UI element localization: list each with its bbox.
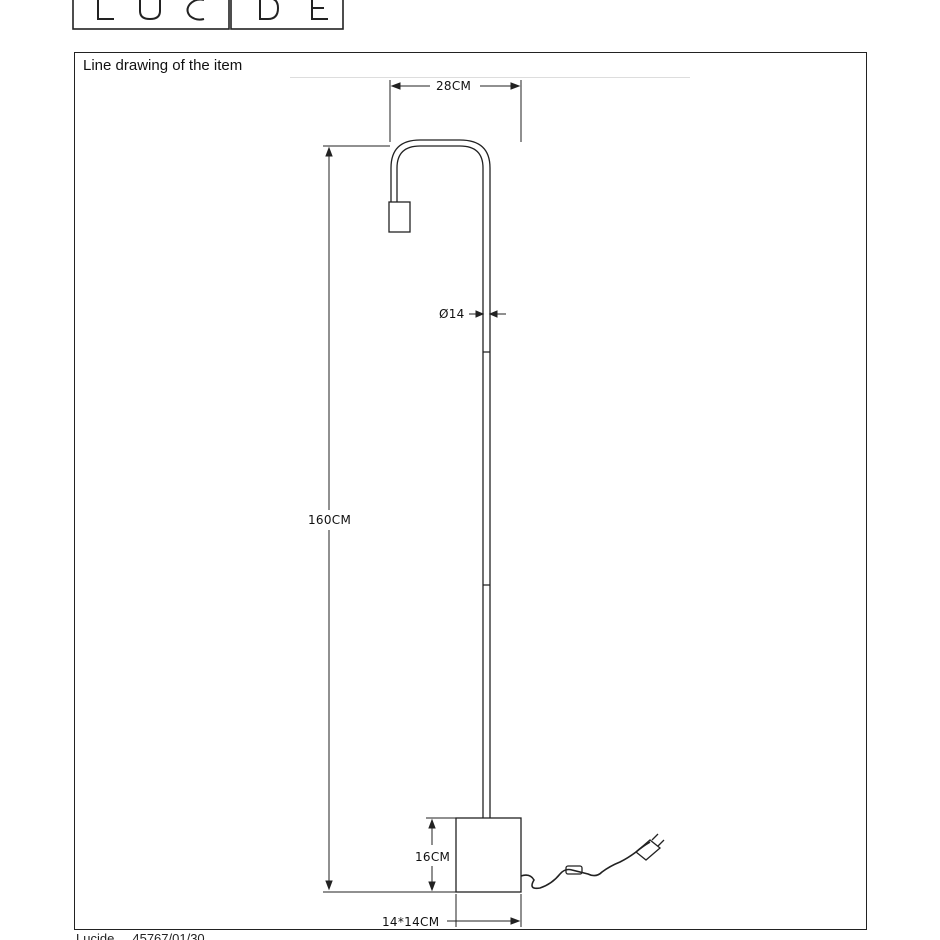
diameter-dimension-label: Ø14 (439, 307, 465, 321)
lamp-pole-outer (396, 145, 484, 818)
arrowhead (390, 82, 401, 90)
lamp-pole-inner (390, 139, 491, 818)
footer-text: Lucide ... 45767/01/30 (76, 931, 205, 940)
base-height-dimension-label: 16CM (415, 850, 450, 864)
lamp-base (455, 817, 522, 893)
power-plug (634, 839, 662, 861)
power-cable (520, 841, 651, 890)
line-drawing-frame: Line drawing of the item (74, 52, 867, 930)
base-size-dimension-label: 14*14CM (382, 915, 439, 929)
title-divider (290, 77, 690, 78)
inline-switch (565, 865, 583, 875)
height-dimension-label: 160CM (308, 513, 351, 527)
width-dimension-label: 28CM (436, 79, 471, 93)
lamp-socket (388, 201, 411, 233)
section-title: Line drawing of the item (83, 57, 243, 74)
brand-logo (72, 0, 344, 30)
arrowhead (510, 82, 521, 90)
